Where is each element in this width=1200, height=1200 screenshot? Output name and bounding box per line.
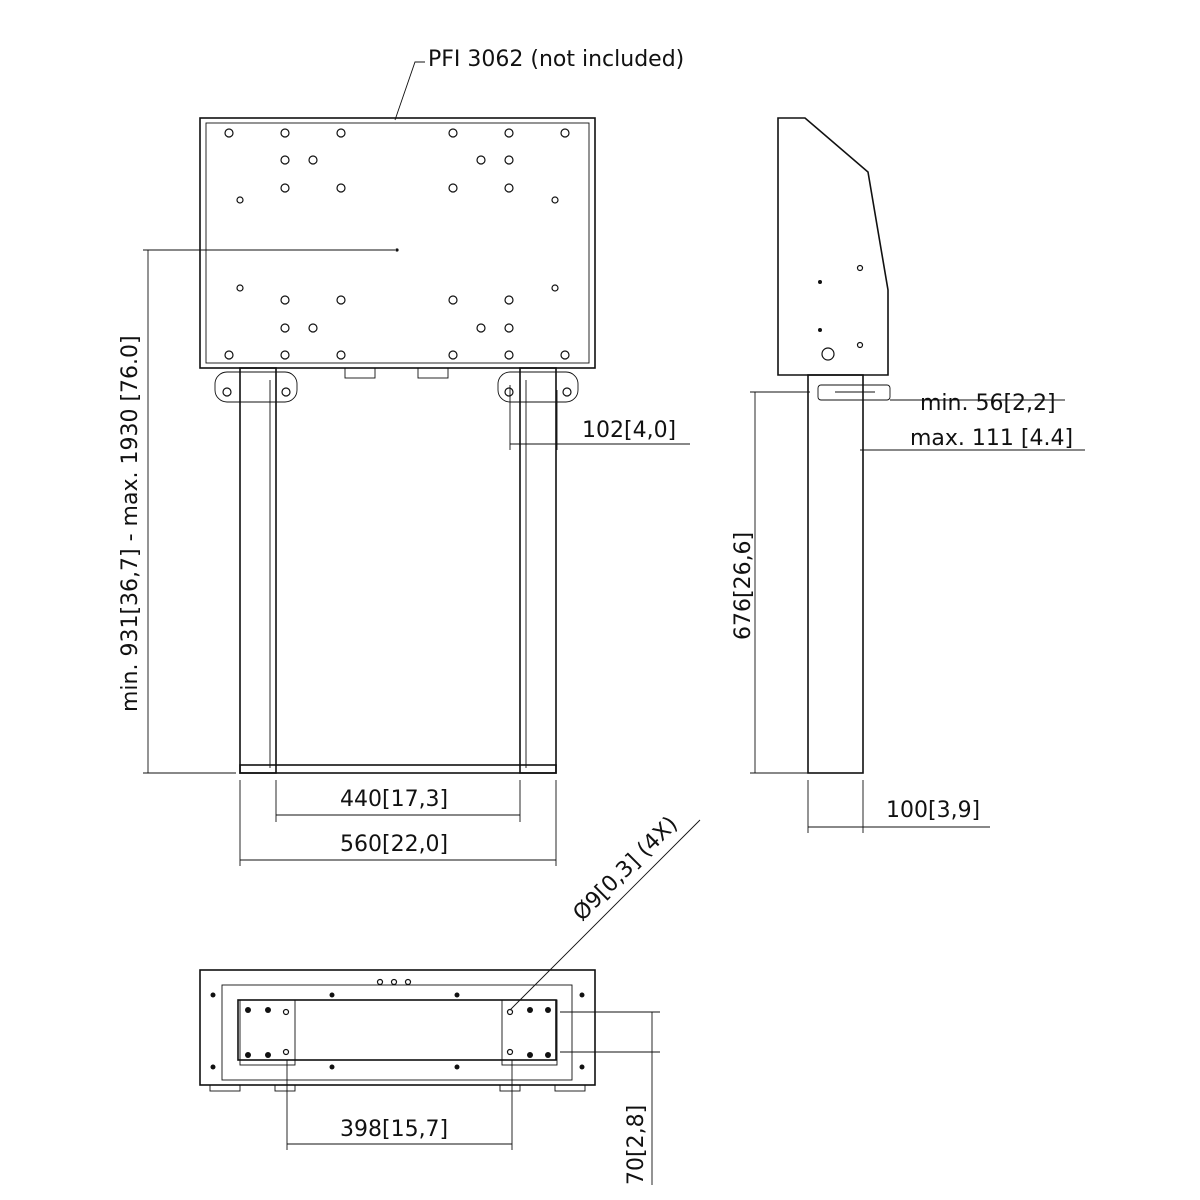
right-column [519, 367, 557, 774]
bottom-view: Ø9[0,3] (4X) 398[15,7] 70[2,8] [199, 812, 701, 1185]
dim-hole: Ø9[0,3] (4X) [569, 812, 683, 926]
side-view: 676[26,6] min. 56[2,2] max. 111 [4.4] 10… [731, 117, 1085, 833]
dim-70: 70[2,8] [624, 1105, 649, 1185]
keyhole-slots [224, 128, 570, 360]
dim-100: 100[3,9] [886, 798, 980, 823]
base-bar [239, 764, 557, 774]
dim-440: 440[17,3] [340, 787, 448, 812]
pfi-label: PFI 3062 (not included) [428, 47, 684, 72]
dim-min56: min. 56[2,2] [920, 391, 1056, 416]
front-view: PFI 3062 (not included) min. 931[36,7] -… [118, 47, 690, 866]
base-plate [199, 969, 596, 1086]
dim-676: 676[26,6] [731, 532, 756, 640]
display-plate [199, 117, 596, 369]
side-column [807, 374, 864, 774]
height-dimension: min. 931[36,7] - max. 1930 [76.0] [118, 335, 143, 712]
base-bar-top [237, 999, 557, 1061]
dim-max111: max. 111 [4.4] [910, 426, 1073, 451]
dim-560: 560[22,0] [340, 832, 448, 857]
side-plate [777, 117, 889, 376]
left-column [239, 367, 277, 774]
dim-102: 102[4,0] [582, 418, 676, 443]
dim-398: 398[15,7] [340, 1117, 448, 1142]
